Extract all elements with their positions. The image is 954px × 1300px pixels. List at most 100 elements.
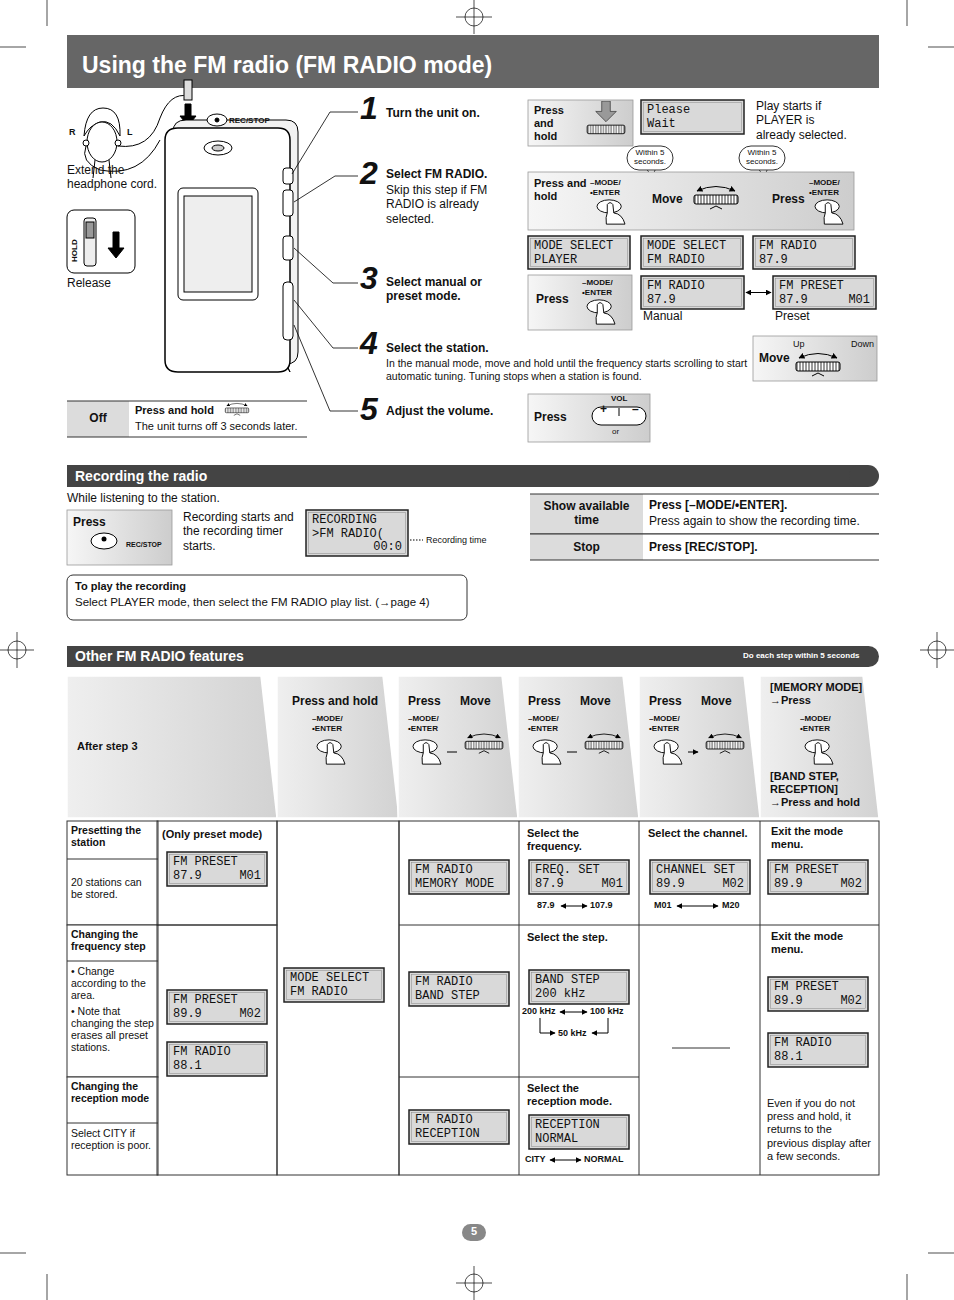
node-text: 20 stations can be stored. [71,876,155,900]
lcd-display-shape [641,276,744,309]
range-arrow [677,906,718,907]
lcd-display: FM PRESET89.9M02 [768,977,868,1011]
lcd-display-shape [409,1110,509,1144]
step-panel: PressMove–MODE/ •ENTER [639,676,760,818]
lcd-display-shape [644,279,742,307]
lcd-display-shape [167,990,267,1024]
step-panel-shape [67,676,277,818]
lcd-text: 89.9 [774,994,803,1008]
lcd-display-shape [412,863,507,892]
lcd-display-shape [309,513,406,554]
player-illustration [184,196,252,292]
text-label: 200 kHz [522,1006,556,1017]
lcd-display-shape [641,236,743,269]
step-panel: Press and hold–MODE/ •ENTER [277,676,399,818]
lcd-display-shape [284,968,384,1002]
node-text: To play the recording [75,580,186,593]
lcd-text: FM RADIO [759,239,817,253]
section-band: Other FM RADIO featuresDo each step with… [67,646,879,667]
lcd-display-shape [641,236,743,269]
step-number: 5 [360,393,378,425]
table-head-cell-shape [530,494,643,534]
node-text: Press and hold [534,177,589,203]
page-number: 5 [462,1224,486,1241]
lcd-display-shape [644,103,742,132]
note-box: To play the recordingSelect PLAYER mode,… [67,575,467,620]
node-text: or [612,427,619,437]
node-text: Press [649,694,682,708]
lcd-display-shape [768,860,868,894]
text-label: Manual [643,309,682,323]
lcd-display: RECORDING>FM RADIO(00:0 [306,510,408,556]
node-text: Do each step within 5 seconds [743,651,859,661]
lcd-display-shape [529,1115,629,1149]
step-box-shape [528,275,632,330]
row-header-shape [67,1077,158,1175]
step-panel-shape [518,676,639,818]
control-icon [533,740,561,764]
node-text: Off [67,411,129,425]
lcd-text: 89.9 [774,877,803,891]
step-box-shape [528,275,632,330]
table-grid [760,821,761,1175]
node-text: Within 5 seconds. [739,149,785,167]
table-grid [672,1048,730,1049]
control-icon [694,187,738,210]
range-arrow [550,1160,581,1161]
lcd-display: FM RADIO88.1 [768,1033,868,1067]
player-illustration [204,141,232,155]
lcd-display: PleaseWait [641,100,744,134]
lcd-display-shape [167,990,267,1024]
text-label: 107.9 [590,900,613,911]
lcd-text: FREQ. SET [535,863,600,877]
lcd-text: FM RADIO [647,279,705,293]
row-header-shape [67,925,158,1077]
node-text: –MODE/ •ENTER [649,714,691,733]
table-head-cell: Stop [530,534,643,560]
lcd-display-shape [170,993,265,1022]
registration-mark [907,1274,908,1300]
lcd-display-shape [756,239,853,267]
node-text: –MODE/ •ENTER [528,714,570,733]
text-label: Select manual or preset mode. [386,275,496,304]
lcd-display: FM PRESET89.9M02 [768,860,868,894]
row-header: Changing the reception modeSelect CITY i… [67,1077,158,1175]
lcd-text: Wait [647,117,676,131]
node-text: Press and hold [135,404,214,417]
text-label: Select FM RADIO. [386,167,487,181]
player-illustration [165,128,290,372]
lcd-display-shape [528,236,630,269]
lcd-display-shape [529,970,629,1004]
table-grid [157,821,277,925]
lcd-display: MODE SELECTPLAYER [528,236,630,269]
node-text: Move [580,694,611,708]
callout-bubble-shape [739,146,785,170]
lcd-display-shape [529,860,629,894]
step-panel-shape [67,676,277,818]
node-text: –MODE/ •ENTER [582,278,624,297]
lcd-text: FM RADIO [774,1036,832,1050]
node-text: – [632,402,639,416]
leader-line [294,176,358,202]
lcd-text: FM RADIO [415,1113,473,1127]
lcd-display-shape [412,975,507,1004]
lcd-display-shape [412,1113,507,1142]
text-label: Play starts if PLAYER is already selecte… [756,99,856,142]
node-text: Changing the reception mode [71,1080,155,1104]
control-icon [815,200,843,224]
lcd-display-shape [644,239,741,267]
node-text: Recording the radio [75,468,207,485]
step-panel-shape [277,676,399,818]
node-text: Move [759,351,790,365]
table-cell-shape [643,494,879,534]
lcd-display: FM RADIOMEMORY MODE [409,860,509,894]
step-panel-shape [518,676,639,818]
lcd-text: NORMAL [535,1132,578,1146]
row-header-shape [67,925,158,1077]
lcd-display-shape [768,1033,868,1067]
lcd-display: RECEPTIONNORMAL [529,1115,629,1149]
lcd-text: 00:0 [373,540,402,554]
table-grid [157,925,277,1175]
step-panel: PressMove–MODE/ •ENTER [518,676,639,818]
